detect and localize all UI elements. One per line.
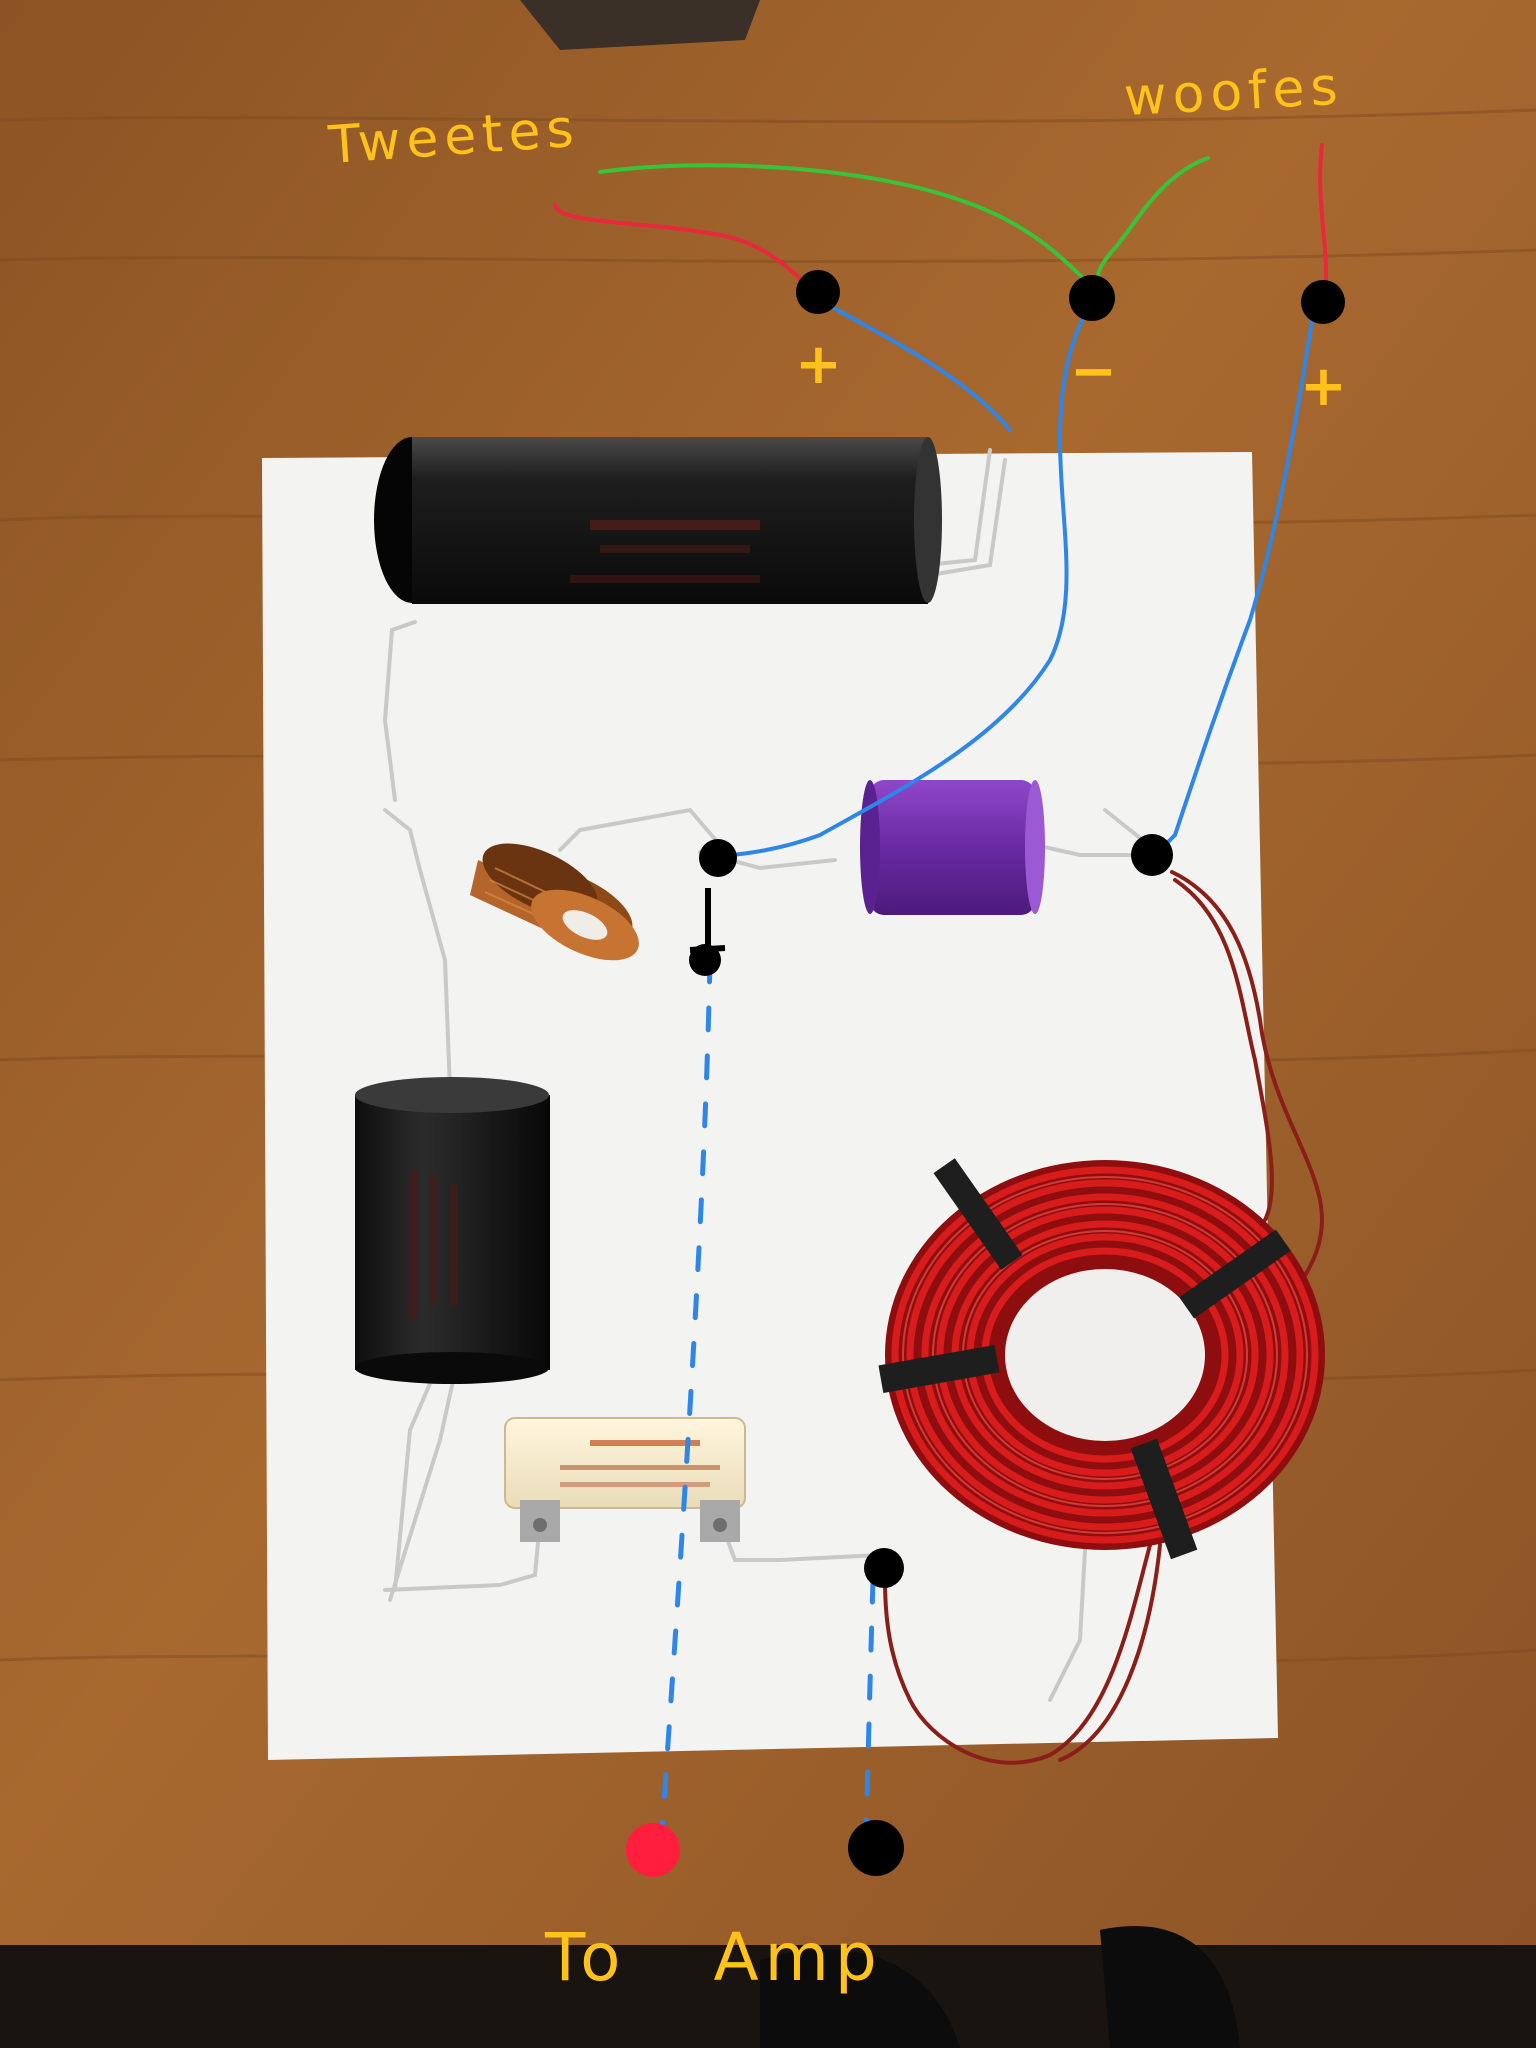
- woofer-minus-sign: −: [1070, 339, 1123, 404]
- woofer-plus-sign: +: [1300, 354, 1353, 419]
- amp-positive-terminal: [626, 1823, 680, 1877]
- woofer-positive-junction: [1301, 280, 1345, 324]
- floor-object: [1100, 1926, 1240, 2048]
- green-wire: [598, 163, 1087, 282]
- common-negative-junction: [1069, 275, 1115, 321]
- woofer-label: woofes: [1123, 57, 1345, 128]
- amp-negative-terminal: [848, 1820, 904, 1876]
- blue-dashed-lines: [659, 957, 876, 1843]
- capacitor-junction: [699, 839, 737, 877]
- floor-object: [760, 1949, 960, 2048]
- inductor-leads: [883, 870, 1324, 1765]
- top-object: [520, 0, 760, 50]
- resistor-junction: [864, 1548, 904, 1588]
- purple-capacitor: [860, 780, 1045, 915]
- junction-markers: [689, 270, 1345, 1876]
- junction-scribble: [689, 888, 726, 953]
- small-copper-inductor: [470, 843, 639, 961]
- black-capacitor: [355, 1077, 550, 1384]
- tweeter-plus-sign: +: [795, 332, 848, 397]
- tweeter-positive-junction: [796, 270, 840, 314]
- purple-capacitor-junction: [1131, 834, 1173, 876]
- red-wire: [1318, 143, 1329, 297]
- green-wire: [1095, 156, 1210, 287]
- red-wire: [553, 203, 807, 285]
- blue-wires: [723, 298, 1317, 857]
- air-core-inductor: [878, 1158, 1325, 1560]
- to-amp-label: To Amp: [544, 1919, 883, 1996]
- large-film-capacitor: [374, 437, 942, 604]
